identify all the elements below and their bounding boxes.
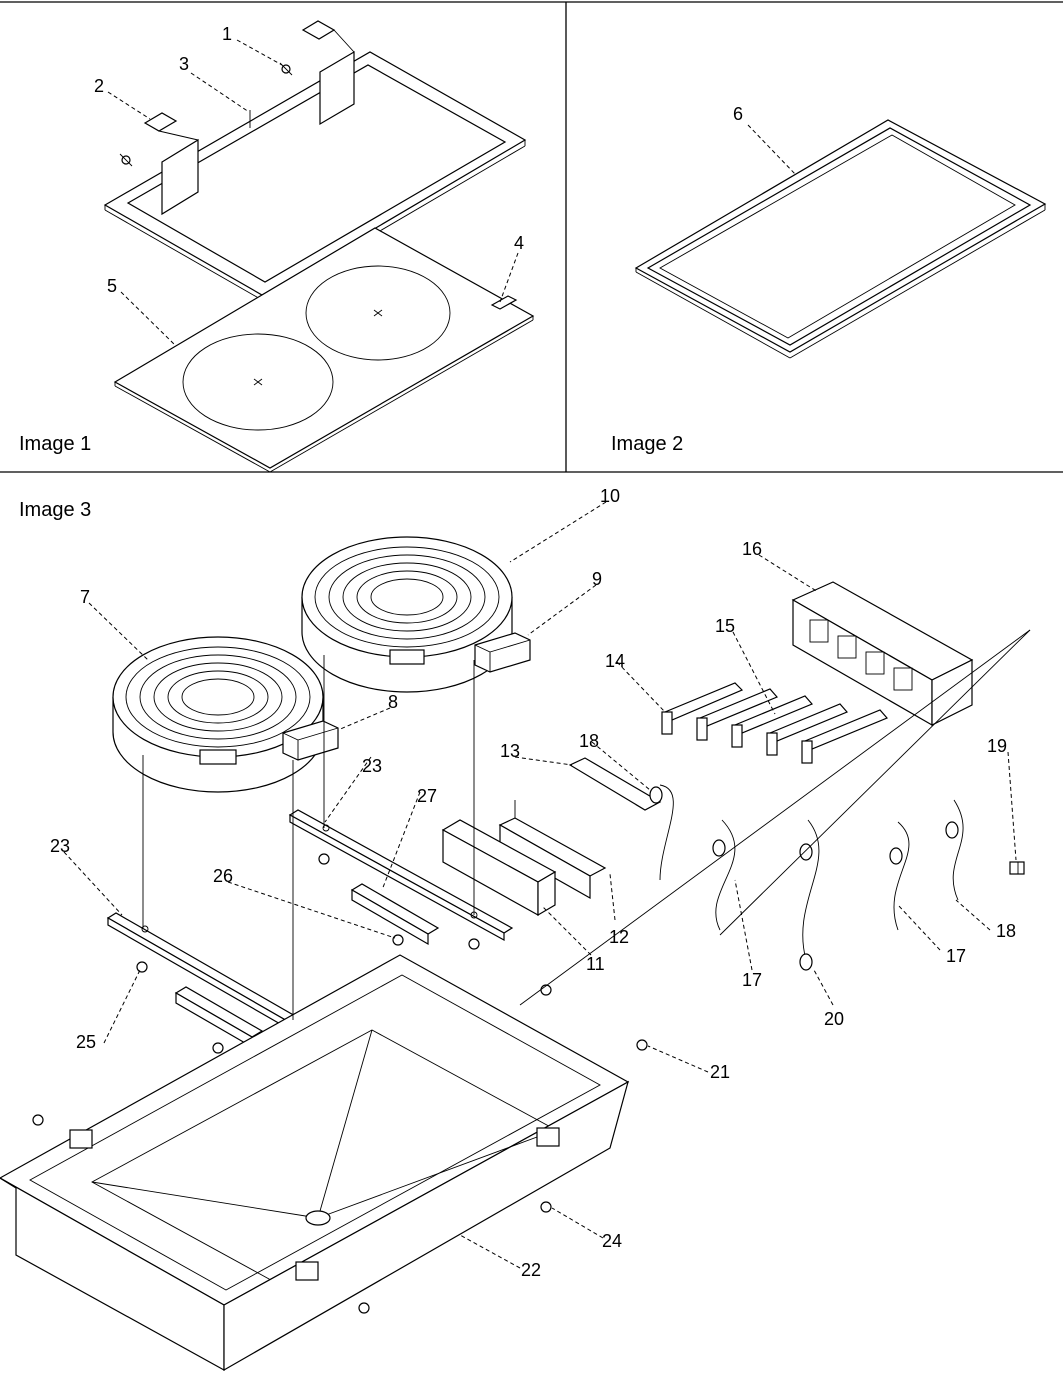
radiant-element-part-10 <box>301 536 513 693</box>
callout-4: 4 <box>514 233 524 253</box>
reference-lines <box>142 629 1031 1020</box>
image3-callouts: 10 16 9 7 15 14 8 18 19 13 23 27 23 26 1… <box>50 486 1016 1280</box>
callout-23-front: 23 <box>50 836 70 856</box>
panel-caption-image2: Image 2 <box>611 433 683 455</box>
callout-20: 20 <box>824 1009 844 1029</box>
callout-18-right: 18 <box>996 921 1016 941</box>
callout-25: 25 <box>76 1032 96 1052</box>
wire-leads-part-17-18-20 <box>649 784 964 971</box>
callout-10: 10 <box>600 486 620 506</box>
callout-9: 9 <box>592 569 602 589</box>
image2-leader-6 <box>747 124 797 176</box>
callout-21: 21 <box>710 1062 730 1082</box>
callout-17-left: 17 <box>742 970 762 990</box>
callout-12: 12 <box>609 927 629 947</box>
callout-18-top: 18 <box>579 731 599 751</box>
panel-frame <box>0 1 1063 473</box>
callout-14: 14 <box>605 651 625 671</box>
callout-13: 13 <box>500 741 520 761</box>
image3-leaders <box>63 501 1017 1269</box>
callout-15: 15 <box>715 616 735 636</box>
panel-caption-image3: Image 3 <box>19 499 91 521</box>
radiant-element-part-7 <box>112 636 324 793</box>
terminal-connectors-part-14-15 <box>661 682 889 764</box>
bracket-part-13 <box>498 757 662 900</box>
image1-leaders <box>107 39 519 347</box>
callout-23-rear: 23 <box>362 756 382 776</box>
image1-glass-cooktop-part-5 <box>113 227 535 473</box>
bracket-part-11 <box>441 819 557 917</box>
callout-17-right: 17 <box>946 946 966 966</box>
callout-5: 5 <box>107 276 117 296</box>
callout-2: 2 <box>94 76 104 96</box>
image2-glass-top-part-6 <box>634 119 1047 359</box>
limiter-part-9 <box>474 632 531 673</box>
callout-7: 7 <box>80 587 90 607</box>
screws-misc <box>32 853 648 1314</box>
support-bar-rear-part-23 <box>288 809 514 942</box>
callout-19: 19 <box>987 736 1007 756</box>
callout-26: 26 <box>213 866 233 886</box>
image1-clip-part-2 <box>143 112 199 141</box>
callout-8: 8 <box>388 692 398 712</box>
callout-6: 6 <box>733 104 743 124</box>
image1-callouts: 1 3 2 4 5 <box>94 24 524 296</box>
callout-24: 24 <box>602 1231 622 1251</box>
callout-11: 11 <box>586 954 605 974</box>
screw-part-19 <box>1009 861 1025 875</box>
terminal-block-part-16 <box>791 581 974 727</box>
callout-3: 3 <box>179 54 189 74</box>
callout-22: 22 <box>521 1260 541 1280</box>
callout-1: 1 <box>222 24 232 44</box>
clip-part-27 <box>350 883 440 946</box>
image1-trim-frame <box>103 50 527 301</box>
panel-caption-image1: Image 1 <box>19 433 91 455</box>
image1-clip-top <box>301 20 355 53</box>
burner-box-part-22 <box>0 954 630 1372</box>
callout-16: 16 <box>742 539 762 559</box>
callout-27: 27 <box>417 786 437 806</box>
